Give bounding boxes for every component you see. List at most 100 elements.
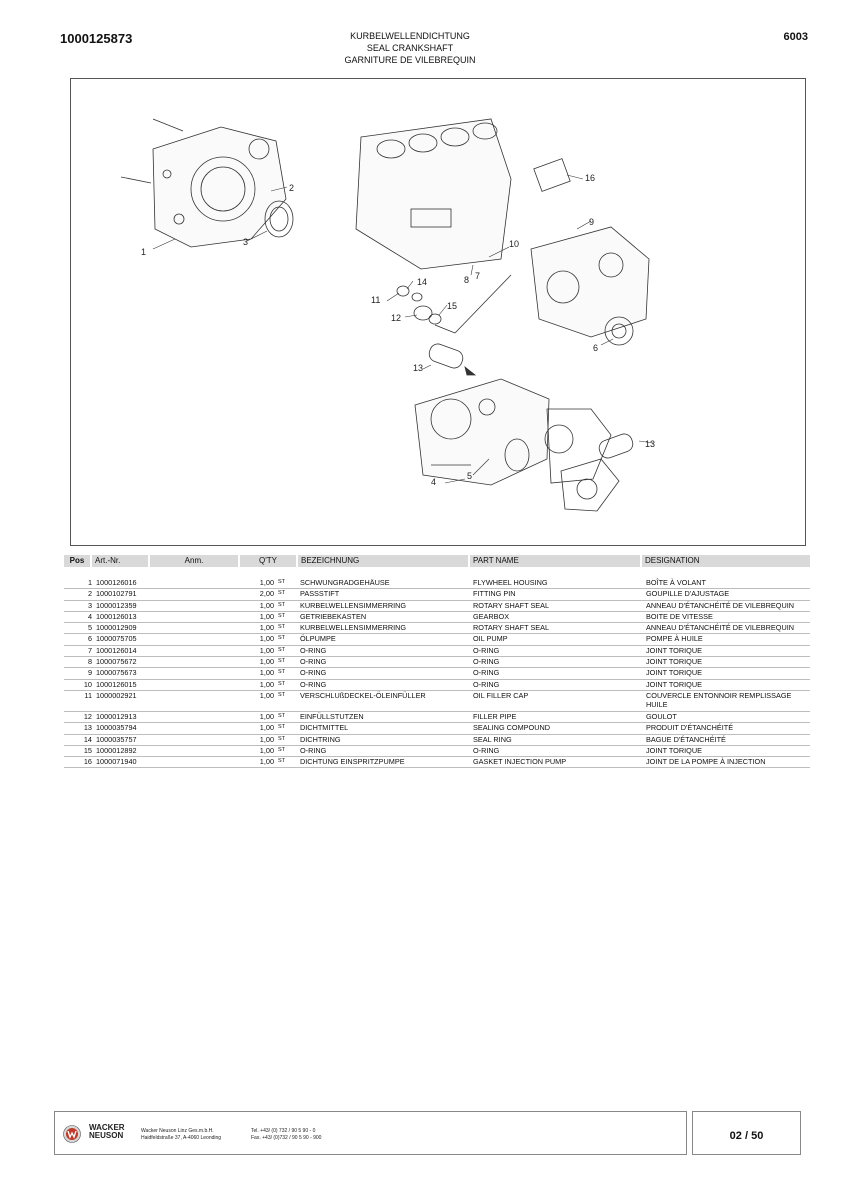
row-pos: 12 bbox=[83, 711, 92, 721]
row-art-nr: 1000012892 bbox=[96, 745, 137, 755]
row-unit: ST bbox=[278, 646, 286, 653]
header-pos: Pos bbox=[64, 555, 90, 567]
row-unit: ST bbox=[278, 724, 286, 731]
company-name: Wacker Neuson Linz Ges.m.b.H. bbox=[141, 1128, 214, 1134]
row-unit: ST bbox=[278, 691, 286, 698]
row-pos: 4 bbox=[87, 611, 92, 621]
callout-13b: 13 bbox=[645, 439, 655, 449]
row-bezeichnung: O-RING bbox=[300, 668, 327, 678]
callout-9: 9 bbox=[589, 217, 594, 227]
callout-4: 4 bbox=[431, 477, 436, 487]
row-part-name: SEAL RING bbox=[473, 734, 512, 744]
row-pos: 1 bbox=[87, 578, 92, 587]
page-number: 02 / 50 bbox=[729, 1130, 764, 1142]
logo-wordmark: WACKER NEUSON bbox=[89, 1124, 125, 1140]
company-contact: Tel. +43/ (0) 732 / 90 5 90 - 0 Fax. +43… bbox=[251, 1128, 321, 1142]
company-fax: Fax. +43/ (0)732 / 90 5 90 - 900 bbox=[251, 1135, 322, 1141]
header-designation: DESIGNATION bbox=[642, 555, 810, 567]
flywheel-housing-part bbox=[120, 118, 287, 248]
row-unit: ST bbox=[278, 579, 286, 585]
row-art-nr: 1000102791 bbox=[96, 589, 137, 599]
row-part-name: O-RING bbox=[473, 645, 500, 655]
row-qty: 1,00 bbox=[259, 634, 274, 644]
row-pos: 2 bbox=[87, 589, 92, 599]
row-unit: ST bbox=[278, 669, 286, 676]
row-designation: ANNEAU D'ÉTANCHÉITÉ DE VILEBREQUIN bbox=[646, 623, 795, 633]
row-qty: 1,00 bbox=[259, 623, 274, 633]
row-qty: 1,00 bbox=[259, 645, 274, 655]
row-qty: 1,00 bbox=[259, 734, 274, 744]
header-bezeichnung: BEZEICHNUNG bbox=[298, 555, 468, 567]
row-unit: ST bbox=[278, 680, 286, 687]
row-art-nr: 1000126014 bbox=[96, 645, 137, 655]
row-designation: JOINT TORIQUE bbox=[646, 745, 702, 755]
exploded-view-drawing: 1 2 3 4 5 6 7 8 9 10 11 12 13 13 14 15 1… bbox=[70, 78, 806, 546]
row-part-name: FITTING PIN bbox=[473, 589, 516, 599]
row-qty: 1,00 bbox=[259, 711, 274, 721]
callout-6: 6 bbox=[593, 343, 598, 353]
leader-lines bbox=[152, 174, 654, 484]
row-part-name: O-RING bbox=[473, 657, 500, 667]
row-designation: POMPE À HUILE bbox=[646, 634, 703, 644]
row-qty: 1,00 bbox=[259, 668, 274, 678]
row-bezeichnung: DICHTRING bbox=[300, 734, 341, 744]
row-designation: JOINT TORIQUE bbox=[646, 679, 702, 689]
crankshaft-seal-part bbox=[264, 200, 294, 238]
row-designation: BAGUE D'ÉTANCHÉITÉ bbox=[646, 734, 726, 744]
row-part-name: OIL PUMP bbox=[473, 634, 508, 644]
row-unit: ST bbox=[278, 712, 286, 719]
row-unit: ST bbox=[278, 624, 286, 631]
row-pos: 14 bbox=[83, 734, 92, 744]
row-bezeichnung: ÖLPUMPE bbox=[300, 634, 336, 644]
callout-14: 14 bbox=[417, 277, 427, 287]
row-qty: 1,00 bbox=[259, 600, 274, 610]
callout-13a: 13 bbox=[413, 363, 423, 373]
row-unit: ST bbox=[278, 590, 286, 597]
row-unit: ST bbox=[278, 758, 286, 765]
row-unit: ST bbox=[278, 635, 286, 642]
company-tel: Tel. +43/ (0) 732 / 90 5 90 - 0 bbox=[251, 1128, 316, 1134]
footer-page-box: 02 / 50 bbox=[692, 1111, 801, 1155]
row-part-name: O-RING bbox=[473, 745, 500, 755]
gear-cover-part bbox=[530, 158, 650, 338]
row-pos: 9 bbox=[87, 668, 92, 678]
row-bezeichnung: O-RING bbox=[300, 679, 327, 689]
row-pos: 16 bbox=[83, 757, 92, 767]
row-designation: JOINT TORIQUE bbox=[646, 645, 702, 655]
wacker-neuson-logo-icon bbox=[63, 1125, 81, 1143]
row-bezeichnung: O-RING bbox=[300, 645, 327, 655]
logo-line-1: WACKER bbox=[89, 1123, 125, 1132]
row-designation: JOINT TORIQUE bbox=[646, 668, 702, 678]
row-part-name: GASKET INJECTION PUMP bbox=[473, 757, 567, 767]
row-bezeichnung: KURBELWELLENSIMMERRING bbox=[300, 600, 407, 610]
header-part-name: PART NAME bbox=[470, 555, 640, 567]
row-part-name: GEARBOX bbox=[473, 611, 510, 621]
row-unit: ST bbox=[278, 601, 286, 608]
row-art-nr: 1000002921 bbox=[96, 690, 137, 700]
row-bezeichnung: PASSSTIFT bbox=[300, 589, 340, 599]
row-pos: 7 bbox=[87, 645, 92, 655]
row-qty: 1,00 bbox=[259, 757, 274, 767]
row-bezeichnung: O-RING bbox=[300, 745, 327, 755]
row-qty: 1,00 bbox=[259, 723, 274, 733]
row-art-nr: 1000126016 bbox=[96, 578, 137, 587]
row-designation: ANNEAU D'ÉTANCHÉITÉ DE VILEBREQUIN bbox=[646, 600, 795, 610]
company-address: Wacker Neuson Linz Ges.m.b.H. Haidfeldst… bbox=[141, 1128, 221, 1142]
footer-company-box: WACKER NEUSON Wacker Neuson Linz Ges.m.b… bbox=[54, 1111, 687, 1155]
row-art-nr: 1000126013 bbox=[96, 611, 137, 621]
callout-7: 7 bbox=[475, 271, 480, 281]
row-art-nr: 1000126015 bbox=[96, 679, 137, 689]
row-qty: 1,00 bbox=[259, 657, 274, 667]
callout-15: 15 bbox=[447, 301, 457, 311]
row-part-name: SEALING COMPOUND bbox=[473, 723, 551, 733]
